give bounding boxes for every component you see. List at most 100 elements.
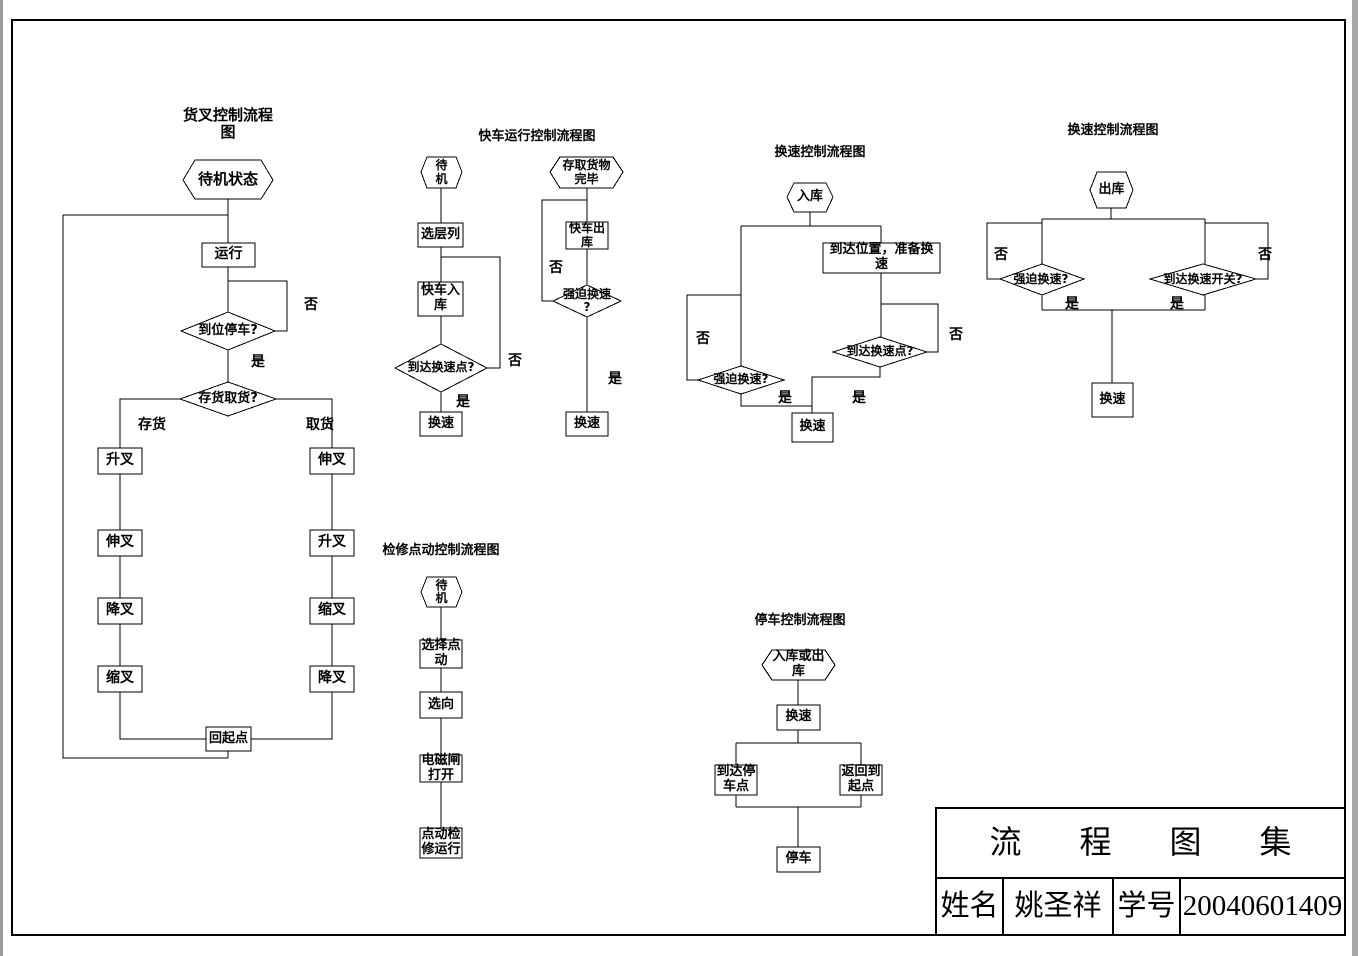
speed-in-reach-pos-label: 到达位置，准备换 速 (829, 242, 934, 272)
fast-run-no-right-label: 否 (549, 260, 563, 277)
speed-in-yes-left-label: 是 (778, 390, 792, 407)
fast-run-standby-hexagon (420, 156, 463, 189)
speed-in-speed-change-label: 换速 (799, 419, 826, 435)
speed-out-force-diamond (998, 263, 1086, 296)
fork-store-step1-box (97, 447, 143, 475)
speed-out-reach-switch-diamond (1148, 263, 1258, 296)
fast-run-done-hexagon (549, 156, 624, 189)
park-connectors (735, 680, 862, 847)
fast-run-yes-left-label: 是 (456, 394, 470, 411)
jog-brake-open-label: 电磁闸 打开 (421, 752, 461, 783)
fast-run-connectors (440, 188, 588, 412)
speed-in-flowchart-shapes (686, 182, 941, 443)
park-in-or-out-label: 入库或出 库 (772, 649, 825, 679)
fork-store-step4-label: 缩叉 (106, 670, 134, 687)
fork-no-label: 否 (304, 297, 318, 314)
speed-in-speed-change-box (791, 412, 834, 443)
fast-run-speed-change-right-label: 换速 (573, 415, 600, 431)
title-block-char-2: 程 (1079, 824, 1112, 861)
fork-return-origin-label: 回起点 (208, 730, 248, 746)
page-edge-right (1352, 0, 1358, 956)
fork-yes-label: 是 (251, 354, 265, 371)
speed-in-force-label: 强迫换速? (713, 372, 769, 387)
park-in-or-out-hexagon (761, 649, 836, 681)
fork-store-step2-box (97, 529, 143, 557)
fast-run-select-level-label: 选层列 (420, 226, 460, 242)
fast-run-fast-out-label: 快车出 库 (568, 221, 605, 249)
fork-arrive-stop-label: 到位停车? (198, 322, 258, 338)
title-block-title: 流 程 图 集 (936, 808, 1345, 878)
fork-arrive-stop-diamond (179, 311, 277, 351)
title-block-id-label: 学号 (1117, 890, 1176, 923)
fork-store-step3-label: 降叉 (106, 602, 134, 619)
fork-flowchart-shapes (62, 159, 355, 759)
fork-connectors (62, 199, 333, 759)
fork-standby-hexagon (182, 159, 274, 200)
fork-take-step4-label: 降叉 (318, 670, 346, 687)
jog-title: 检修点动控制流程图 (382, 542, 500, 558)
park-reach-stop-box (714, 764, 758, 796)
fork-take-branch-label: 取货 (306, 417, 334, 434)
fork-take-step2-box (309, 529, 355, 557)
title-block-char-1: 流 (989, 824, 1022, 861)
speed-out-outbound-label: 出库 (1098, 181, 1125, 197)
jog-standby-label: 待 机 (435, 577, 448, 605)
fork-store-take-label: 存货取货? (198, 390, 258, 406)
jog-select-dir-box (419, 691, 463, 719)
jog-run-box (419, 827, 463, 859)
speed-out-reach-switch-label: 到达换速开关? (1163, 271, 1243, 286)
park-speed-change-label: 换速 (785, 709, 812, 725)
jog-run-label: 点动检 修运行 (421, 827, 461, 857)
fork-take-step1-box (309, 447, 355, 475)
fast-run-flowchart-shapes (393, 156, 624, 437)
fork-store-step1-label: 升叉 (106, 452, 134, 469)
fork-take-step1-label: 伸叉 (318, 452, 346, 469)
fast-run-speed-change-left-label: 换速 (427, 415, 454, 431)
fork-take-step4-box (309, 665, 355, 693)
fork-run-box (201, 242, 256, 268)
title-block-id-value: 20040601409 (1182, 890, 1343, 923)
speed-in-no-left-label: 否 (696, 331, 710, 348)
jog-flowchart-shapes (419, 576, 463, 859)
park-back-origin-label: 返回到 起点 (841, 764, 881, 794)
speed-out-force-label: 强迫换速? (1013, 271, 1069, 286)
title-block-name-value: 姚圣祥 (1014, 890, 1102, 923)
speed-out-yes-right-label: 是 (1170, 296, 1184, 313)
speed-in-title: 换速控制流程图 (774, 144, 866, 160)
speed-out-no-right-label: 否 (1258, 247, 1272, 264)
title-block-char-3: 图 (1169, 824, 1202, 861)
jog-select-jog-label: 选择点 动 (421, 638, 461, 668)
speed-out-title: 换速控制流程图 (1067, 122, 1159, 138)
speed-out-speed-change-box (1091, 382, 1134, 418)
park-back-origin-box (839, 764, 883, 796)
speed-in-connectors (686, 212, 939, 413)
fast-run-fast-out-box (565, 221, 609, 250)
fast-run-reach-point-label: 到达换速点? (407, 360, 475, 375)
speed-out-speed-change-label: 换速 (1099, 391, 1126, 407)
fork-store-step2-label: 伸叉 (106, 534, 134, 551)
title-block-border (935, 807, 1346, 936)
speed-out-no-left-label: 否 (994, 247, 1008, 264)
fast-run-done-label: 存取货物 完毕 (562, 158, 611, 186)
speed-in-reach-pos-box (822, 242, 941, 274)
fork-run-label: 运行 (214, 246, 243, 263)
speed-out-connectors (986, 208, 1269, 383)
fork-store-take-diamond (178, 381, 278, 417)
fork-store-step4-box (97, 665, 143, 693)
fast-run-reach-point-diamond (393, 343, 489, 393)
fork-return-origin-box (205, 726, 252, 752)
fast-run-yes-right-label: 是 (608, 371, 622, 388)
jog-select-jog-box (419, 639, 463, 669)
park-title: 停车控制流程图 (754, 612, 846, 628)
fast-run-speed-change-right-box (565, 411, 609, 437)
speed-in-reach-point-label: 到达换速点? (846, 344, 914, 359)
fork-take-step3-label: 缩叉 (318, 602, 346, 619)
speed-in-no-right-label: 否 (949, 327, 963, 344)
title-block-char-4: 集 (1259, 824, 1292, 861)
fast-run-speed-change-left-box (419, 411, 463, 437)
speed-in-inbound-hexagon (786, 182, 834, 213)
fast-run-force-diamond (551, 284, 623, 318)
fork-take-step3-box (309, 597, 355, 625)
